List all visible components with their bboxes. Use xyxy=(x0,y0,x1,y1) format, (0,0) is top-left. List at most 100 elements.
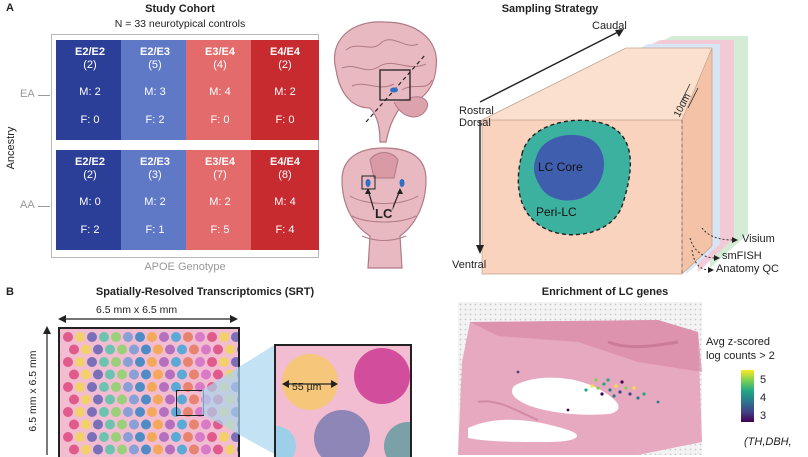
visium-spot xyxy=(93,369,103,380)
visium-spot xyxy=(135,432,145,442)
visium-label: Visium xyxy=(742,233,775,245)
count-label: (5) xyxy=(148,58,162,71)
visium-spot xyxy=(63,332,73,342)
cell-ea-e3e4: E3/E4 (4) M: 4 F: 0 xyxy=(186,40,254,140)
visium-spot xyxy=(129,394,139,405)
visium-spot xyxy=(129,444,139,455)
genotype-label: E3/E4 xyxy=(205,46,235,58)
visium-spot xyxy=(153,344,163,355)
visium-spot xyxy=(195,332,205,342)
visium-spot xyxy=(141,444,151,455)
visium-spot xyxy=(201,444,211,455)
panel-letter-b: B xyxy=(6,286,14,298)
count-label: (4) xyxy=(213,58,227,71)
ancestry-axis-label: Ancestry xyxy=(5,126,17,170)
enriched-spots xyxy=(516,370,660,412)
visium-spot xyxy=(81,444,91,455)
visium-spot xyxy=(93,394,103,405)
horizontal-dimension-arrow xyxy=(58,315,238,323)
visium-spot xyxy=(99,407,109,417)
visium-spot xyxy=(111,332,121,342)
visium-spot xyxy=(171,357,181,367)
visium-spot xyxy=(171,432,181,442)
visium-spot xyxy=(75,407,85,417)
visium-spot xyxy=(219,432,229,442)
count-label: (8) xyxy=(278,168,292,181)
visium-spot xyxy=(189,444,199,455)
female-count: F: 0 xyxy=(210,114,230,126)
visium-spot xyxy=(183,332,193,342)
srt-title: Spatially-Resolved Transcriptomics (SRT) xyxy=(95,286,315,298)
visium-spot xyxy=(111,407,121,417)
visium-spot xyxy=(219,332,229,342)
visium-spot xyxy=(129,419,139,430)
visium-spot xyxy=(207,357,217,367)
genotype-label: E2/E2 xyxy=(75,156,105,168)
cohort-subtitle: N = 33 neurotypical controls xyxy=(114,18,246,30)
dorsal-label: Dorsal xyxy=(459,117,491,129)
visium-spot xyxy=(153,394,163,405)
peri-lc-label: Peri-LC xyxy=(536,205,577,219)
visium-spot xyxy=(87,432,97,442)
visium-spot xyxy=(99,357,109,367)
visium-spot xyxy=(87,382,97,392)
visium-spot xyxy=(129,344,139,355)
visium-spot xyxy=(153,444,163,455)
visium-spot xyxy=(159,432,169,442)
visium-spot xyxy=(99,382,109,392)
female-count: F: 0 xyxy=(80,114,100,126)
legend-title-line1: Avg z-scored xyxy=(706,336,770,348)
visium-spot xyxy=(225,444,235,455)
visium-spot xyxy=(123,382,133,392)
visium-spot xyxy=(171,382,181,392)
visium-spot xyxy=(177,419,187,430)
zoomed-spots-panel xyxy=(274,344,412,457)
study-cohort-title: Study Cohort xyxy=(145,3,215,15)
cell-aa-e2e2: E2/E2 (2) M: 0 F: 2 xyxy=(56,150,124,250)
cohort-grid-frame xyxy=(51,34,319,258)
visium-spot xyxy=(195,357,205,367)
visium-spot xyxy=(141,394,151,405)
sampling-block-diagram xyxy=(476,29,748,275)
genotype-label: E4/E4 xyxy=(270,46,300,58)
visium-spot xyxy=(189,369,199,380)
visium-spot xyxy=(201,369,211,380)
cell-ea-e2e2: E2/E2 (2) M: 2 F: 0 xyxy=(56,40,124,140)
visium-spot xyxy=(177,444,187,455)
genotype-axis-label: APOE Genotype xyxy=(144,261,226,273)
visium-spot xyxy=(75,432,85,442)
visium-spot xyxy=(123,332,133,342)
visium-spot xyxy=(123,357,133,367)
female-count: F: 5 xyxy=(210,224,230,236)
visium-spot xyxy=(81,369,91,380)
cell-ea-e4e4: E4/E4 (2) M: 2 F: 0 xyxy=(251,40,319,140)
count-label: (7) xyxy=(213,168,227,181)
visium-spot xyxy=(147,332,157,342)
visium-spot xyxy=(177,369,187,380)
count-label: (2) xyxy=(278,58,292,71)
visium-spot xyxy=(75,332,85,342)
visium-spot xyxy=(75,357,85,367)
visium-spot xyxy=(171,332,181,342)
visium-spot xyxy=(153,369,163,380)
viridis-colorbar xyxy=(741,370,754,422)
visium-spot xyxy=(117,444,127,455)
visium-spot xyxy=(99,332,109,342)
ea-tick xyxy=(38,95,50,96)
enrichment-tissue-image xyxy=(458,302,702,455)
visium-spot xyxy=(117,394,127,405)
visium-spot xyxy=(183,382,193,392)
visium-spot xyxy=(111,382,121,392)
visium-spot xyxy=(87,407,97,417)
female-count: F: 2 xyxy=(80,224,100,236)
visium-spot xyxy=(93,344,103,355)
visium-spot xyxy=(135,407,145,417)
count-label: (2) xyxy=(83,168,97,181)
legend-title-line2: log counts > 2 xyxy=(706,350,775,362)
visium-spot xyxy=(177,394,187,405)
cell-aa-e4e4: E4/E4 (8) M: 4 F: 4 xyxy=(251,150,319,250)
visium-spot xyxy=(177,344,187,355)
count-label: (2) xyxy=(83,58,97,71)
visium-spot xyxy=(225,344,235,355)
visium-spot xyxy=(153,419,163,430)
